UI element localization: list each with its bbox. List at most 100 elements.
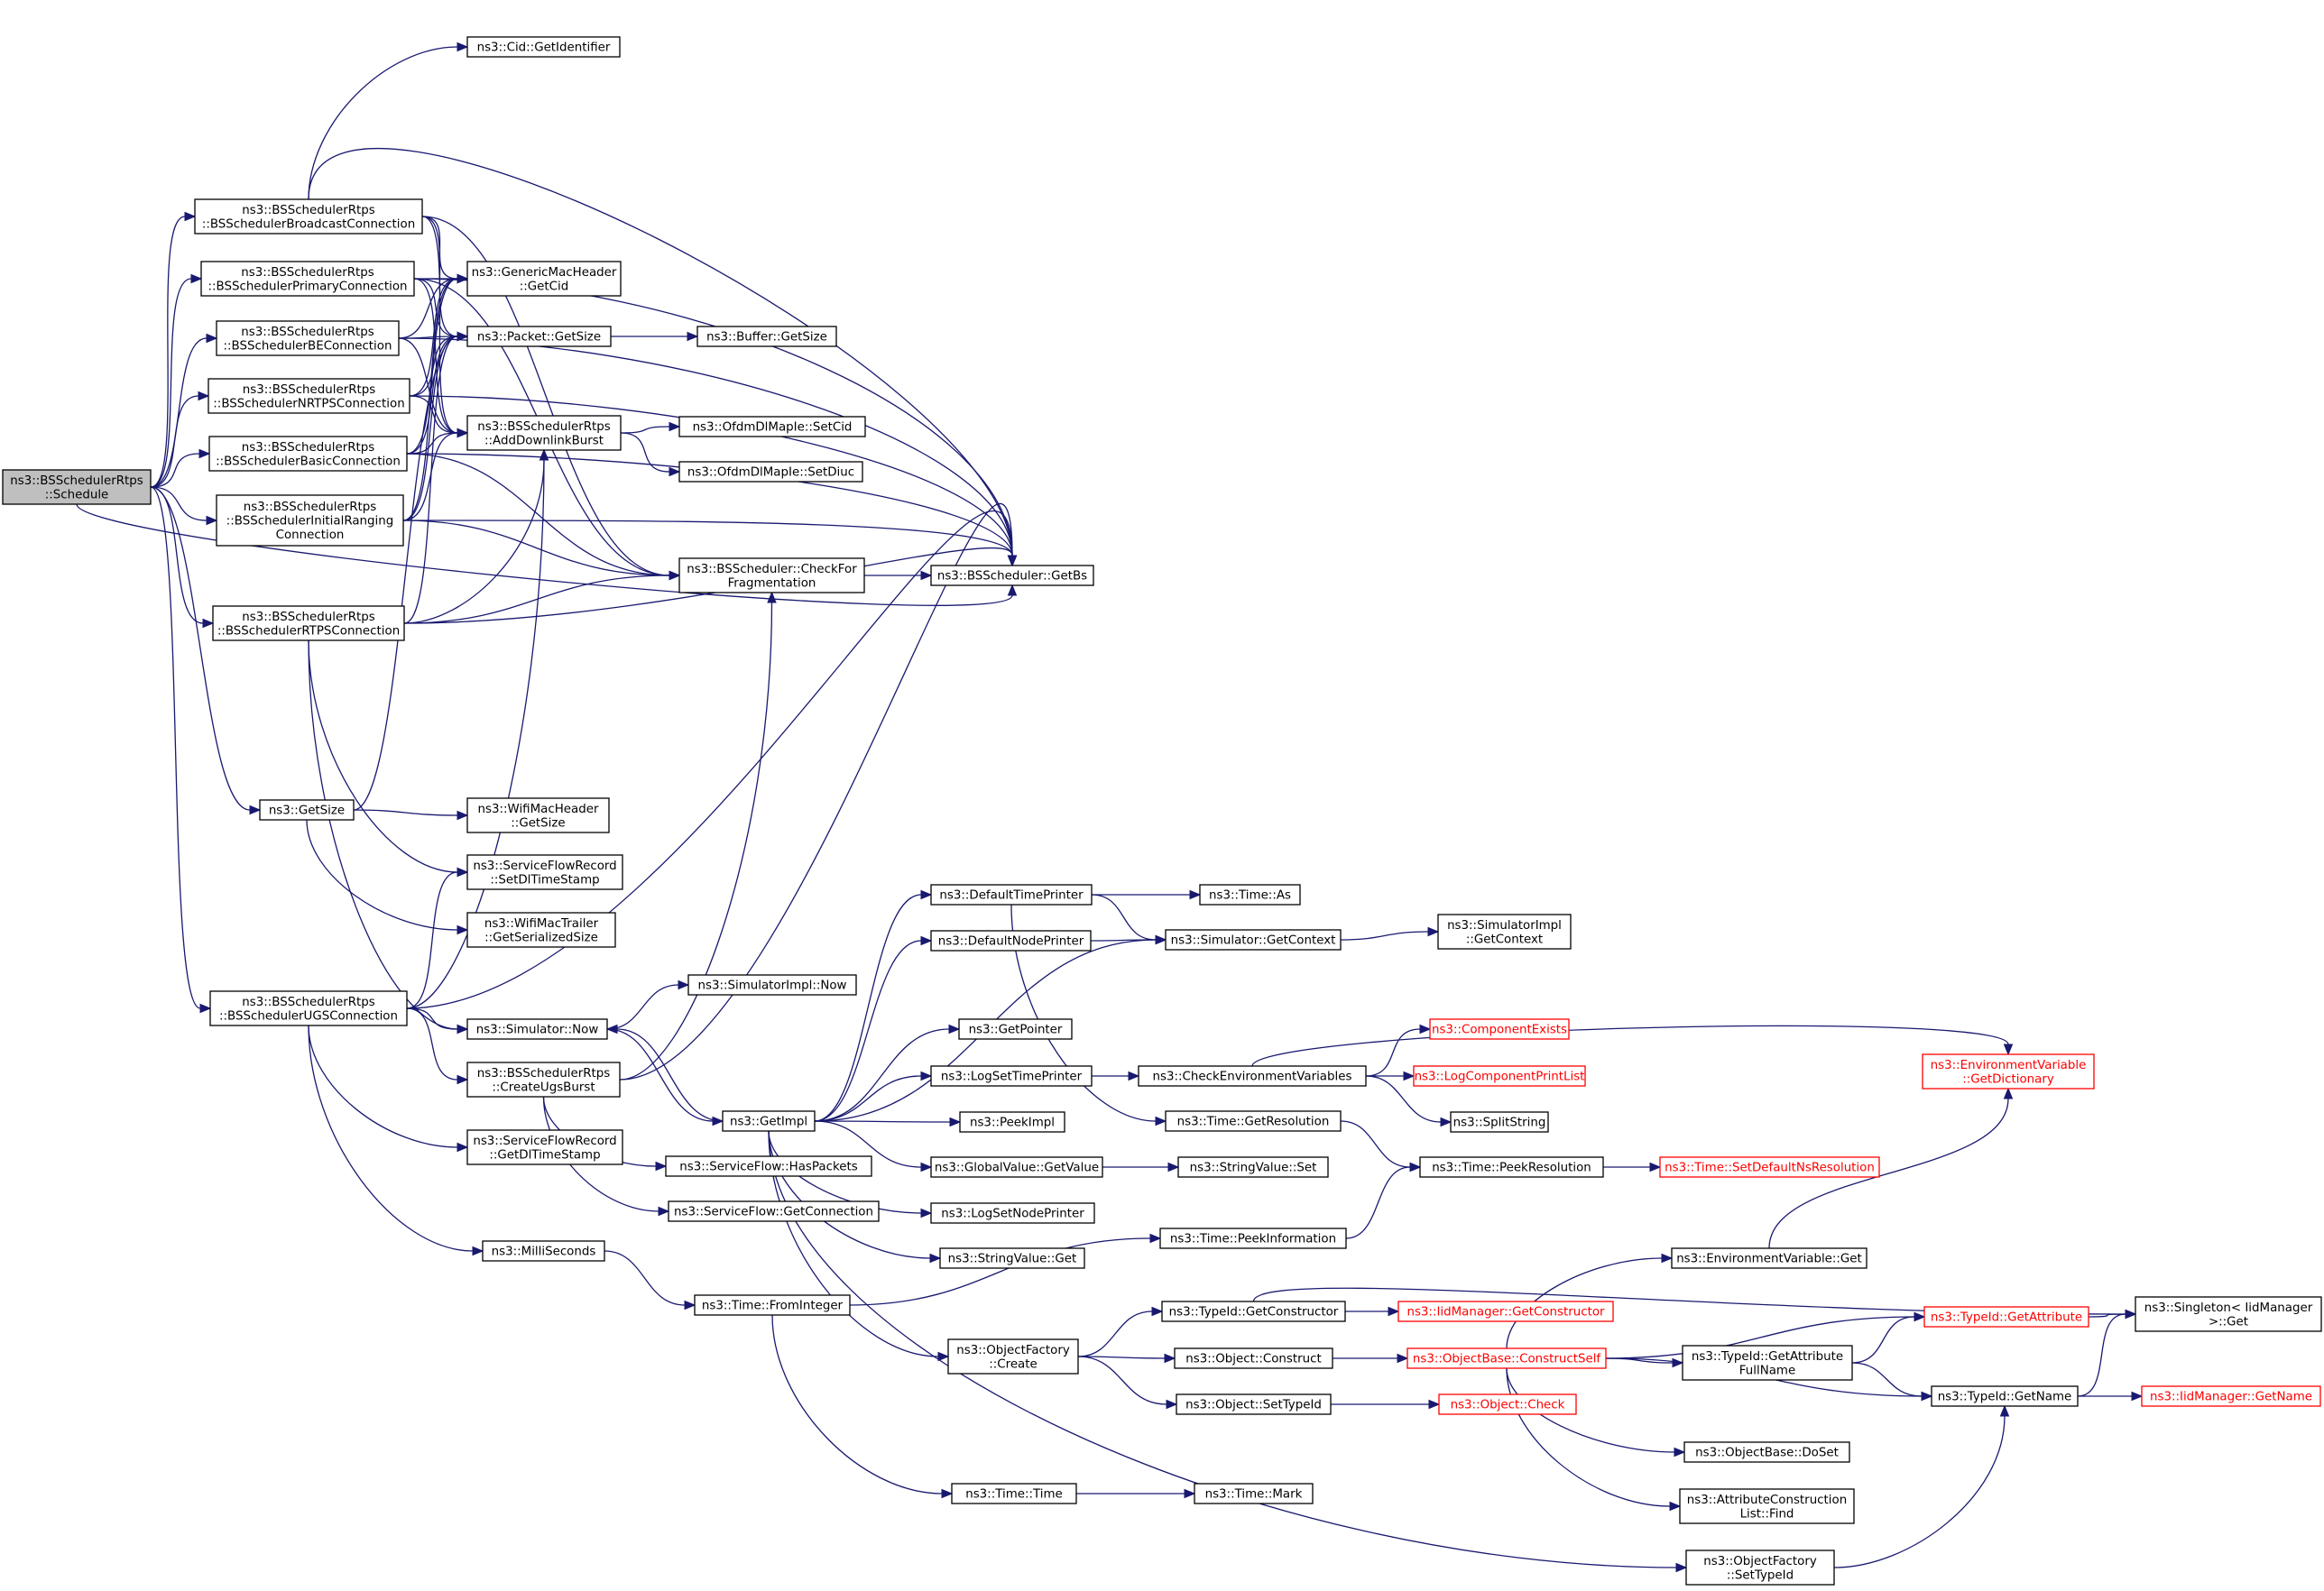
node-be[interactable]: ns3::BSSchedulerRtps::BSSchedulerBEConne… [216, 320, 400, 356]
node-label: ns3::Object::Check [1451, 1399, 1565, 1412]
node-cid[interactable]: ns3::Cid::GetIdentifier [466, 36, 621, 58]
node-label: ::CreateUgsBurst [492, 1081, 595, 1094]
node-logcompprint[interactable]: ns3::LogComponentPrintList [1413, 1065, 1586, 1087]
node-logsetnodeprinter[interactable]: ns3::LogSetNodePrinter [930, 1202, 1095, 1224]
node-initialranging[interactable]: ns3::BSSchedulerRtps::BSSchedulerInitial… [216, 494, 404, 547]
node-getbs[interactable]: ns3::BSScheduler::GetBs [930, 565, 1094, 586]
node-packetsize[interactable]: ns3::Packet::GetSize [466, 326, 612, 347]
node-wifimactrailer[interactable]: ns3::WifiMacTrailer::GetSerializedSize [466, 912, 616, 948]
node-stringvalueset[interactable]: ns3::StringValue::Set [1177, 1156, 1329, 1178]
node-splitstring[interactable]: ns3::SplitString [1450, 1111, 1549, 1133]
node-label: ns3::BSSchedulerRtps [243, 383, 376, 397]
node-box [1397, 1301, 1614, 1322]
node-getpointer[interactable]: ns3::GetPointer [958, 1018, 1073, 1040]
node-setcid[interactable]: ns3::OfdmDlMapIe::SetCid [678, 416, 866, 437]
node-objfactsettypeid[interactable]: ns3::ObjectFactory::SetTypeId [1685, 1550, 1835, 1586]
node-getconnection[interactable]: ns3::ServiceFlow::GetConnection [668, 1200, 880, 1222]
node-label: ns3::SplitString [1453, 1117, 1546, 1130]
edge-getimpl-to-objfactsettypeid [768, 1130, 1688, 1573]
node-componentexists[interactable]: ns3::ComponentExists [1429, 1018, 1570, 1040]
node-sfrget[interactable]: ns3::ServiceFlowRecord::GetDlTimeStamp [466, 1129, 623, 1165]
node-stringvalueget[interactable]: ns3::StringValue::Get [939, 1247, 1085, 1269]
node-broadcast[interactable]: ns3::BSSchedulerRtps::BSSchedulerBroadca… [194, 198, 423, 235]
node-basic[interactable]: ns3::BSSchedulerRtps::BSSchedulerBasicCo… [208, 436, 408, 472]
node-logsettimeprinter[interactable]: ns3::LogSetTimePrinter [930, 1065, 1093, 1087]
edge-adddl-to-setcid [620, 421, 681, 434]
node-getimpl[interactable]: ns3::GetImpl [722, 1110, 816, 1132]
node-objbasedoset[interactable]: ns3::ObjectBase::DoSet [1683, 1441, 1850, 1463]
node-defnodeprinter[interactable]: ns3::DefaultNodePrinter [930, 930, 1092, 952]
node-simgetcontext[interactable]: ns3::Simulator::GetContext [1165, 929, 1342, 951]
node-label: ::Schedule [45, 488, 109, 501]
node-createugs[interactable]: ns3::BSSchedulerRtps::CreateUgsBurst [466, 1062, 621, 1098]
node-box [1685, 1550, 1835, 1586]
node-iidgetconstructor[interactable]: ns3::IidManager::GetConstructor [1397, 1301, 1614, 1322]
node-box [1159, 1228, 1347, 1249]
node-typeidgetname[interactable]: ns3::TypeId::GetName [1931, 1385, 2079, 1407]
node-objcheck[interactable]: ns3::Object::Check [1438, 1393, 1577, 1415]
edge-line [768, 1130, 931, 1259]
node-label: ::GetCid [520, 280, 568, 293]
node-objconstruct[interactable]: ns3::Object::Construct [1174, 1347, 1333, 1369]
arrowhead-icon [199, 1003, 212, 1014]
edge-simnow-to-getimpl [606, 1028, 724, 1127]
node-deftimeprinter[interactable]: ns3::DefaultTimePrinter [930, 884, 1093, 906]
node-getsize[interactable]: ns3::GetSize [259, 799, 355, 821]
node-peekinfo[interactable]: ns3::Time::PeekInformation [1159, 1228, 1347, 1249]
node-sfrset[interactable]: ns3::ServiceFlowRecord::SetDlTimeStamp [466, 854, 623, 890]
node-singletonget[interactable]: ns3::Singleton< IidManager >::Get [2135, 1296, 2322, 1332]
node-timemark[interactable]: ns3::Time::Mark [1194, 1483, 1314, 1504]
node-wifimacheader[interactable]: ns3::WifiMacHeader::GetSize [466, 797, 610, 833]
node-haspackets[interactable]: ns3::ServiceFlow::HasPackets [665, 1155, 872, 1177]
arrowhead-icon [929, 1253, 942, 1264]
node-gmh[interactable]: ns3::GenericMacHeader::GetCid [466, 261, 622, 297]
node-label: ns3::ObjectBase::DoSet [1695, 1447, 1839, 1460]
node-timetime[interactable]: ns3::Time::Time [951, 1483, 1077, 1504]
arrowhead-icon [669, 421, 681, 432]
node-box [1165, 1110, 1342, 1132]
node-rtps[interactable]: ns3::BSSchedulerRtps::BSSchedulerRTPSCon… [212, 605, 405, 641]
node-primary[interactable]: ns3::BSSchedulerRtps::BSSchedulerPrimary… [200, 261, 415, 297]
node-fromint[interactable]: ns3::Time::FromInteger [694, 1294, 851, 1316]
edge-envget-to-envgetdict [1768, 1087, 2014, 1249]
node-simimplnow[interactable]: ns3::SimulatorImpl::Now [687, 974, 857, 996]
node-typeidgetattr[interactable]: ns3::TypeId::GetAttribute [1923, 1306, 2089, 1328]
node-envget[interactable]: ns3::EnvironmentVariable::Get [1671, 1247, 1868, 1269]
node-getconstructor[interactable]: ns3::TypeId::GetConstructor [1161, 1301, 1346, 1322]
edge-line [1605, 1316, 1915, 1359]
edge-getimpl-to-getpointer [814, 1024, 961, 1122]
node-checkenv[interactable]: ns3::CheckEnvironmentVariables [1138, 1065, 1367, 1087]
node-constructself[interactable]: ns3::ObjectBase::ConstructSelf [1406, 1347, 1607, 1369]
node-buffersize[interactable]: ns3::Buffer::GetSize [696, 326, 837, 347]
node-setdiuc[interactable]: ns3::OfdmDlMapIe::SetDiuc [678, 461, 863, 483]
node-gvgetvalue[interactable]: ns3::GlobalValue::GetValue [930, 1156, 1103, 1178]
node-iidgetname[interactable]: ns3::IidManager::GetName [2141, 1385, 2321, 1407]
arrowhead-icon [605, 1024, 618, 1035]
edge-line [150, 453, 200, 488]
node-adddl[interactable]: ns3::BSSchedulerRtps::AddDownlinkBurst [466, 415, 622, 451]
edge-line [403, 459, 545, 624]
node-objsettypeid[interactable]: ns3::Object::SetTypeId [1176, 1393, 1332, 1415]
node-schedule[interactable]: ns3::BSSchedulerRtps::Schedule [2, 469, 152, 505]
edge-line [619, 503, 1013, 1081]
node-objfactorycreate[interactable]: ns3::ObjectFactory::Create [947, 1338, 1079, 1375]
edge-line [1251, 1025, 2009, 1067]
node-simimplgetcontext[interactable]: ns3::SimulatorImpl::GetContext [1437, 914, 1572, 950]
node-millis[interactable]: ns3::MilliSeconds [482, 1240, 605, 1262]
node-peekimpl[interactable]: ns3::PeekImpl [959, 1111, 1065, 1133]
node-ugs[interactable]: ns3::BSSchedulerRtps::BSSchedulerUGSConn… [209, 990, 408, 1026]
node-label: ns3::TypeId::GetAttribute [1692, 1350, 1843, 1364]
node-envgetdict[interactable]: ns3::EnvironmentVariable::GetDictionary [1922, 1053, 2095, 1090]
node-timeas[interactable]: ns3::Time::As [1199, 884, 1301, 906]
node-nrtps[interactable]: ns3::BSSchedulerRtps::BSSchedulerNRTPSCo… [208, 378, 410, 414]
node-simnow[interactable]: ns3::Simulator::Now [466, 1018, 608, 1040]
node-timegetres[interactable]: ns3::Time::GetResolution [1165, 1110, 1342, 1132]
node-label: ns3::WifiMacHeader [478, 803, 599, 816]
edge-line [1506, 1257, 1663, 1349]
node-setdefaultns[interactable]: ns3::Time::SetDefaultNsResolution [1659, 1156, 1880, 1178]
node-peekres[interactable]: ns3::Time::PeekResolution [1419, 1156, 1604, 1178]
node-label: ns3::ComponentExists [1432, 1024, 1567, 1037]
